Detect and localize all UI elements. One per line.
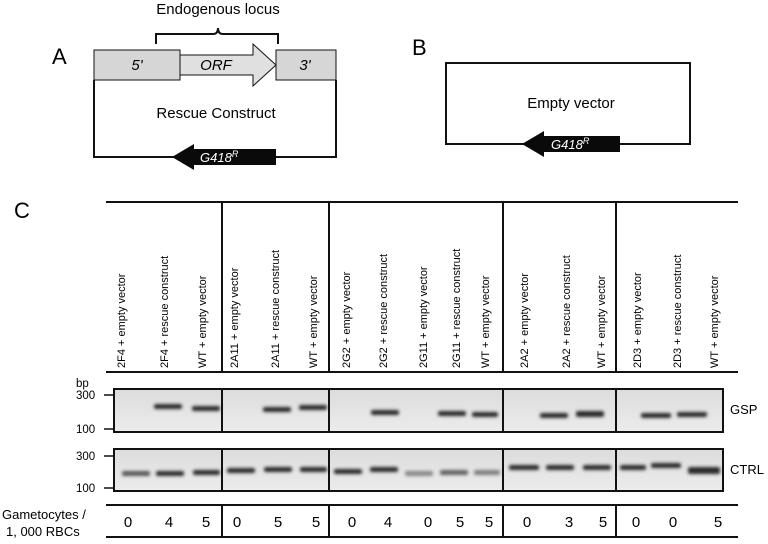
panel-a-letter: A [52, 44, 67, 69]
orf-arrow [179, 42, 277, 88]
count-value: 4 [165, 514, 173, 531]
lane-label: WT + empty vector [197, 275, 209, 368]
gsp-marker-300: 300 [76, 390, 95, 402]
lane-label: 2A2 + empty vector [519, 273, 531, 368]
lane-label: WT + empty vector [480, 275, 492, 368]
ctrl-band [405, 471, 433, 476]
lane-labels: 2F4 + empty vector 2F4 + rescue construc… [116, 249, 721, 368]
count-value: 0 [523, 514, 531, 531]
panel-c: C 2F4 + empty vector 2F4 + rescue constr… [2, 198, 764, 539]
gsp-marker-100: 100 [76, 424, 95, 436]
g418r-label-a: G418R [200, 149, 239, 165]
panel-a: A Endogenous locus 5' ORF 3' Rescue Cons… [52, 1, 337, 170]
ctrl-band [334, 469, 362, 474]
ctrl-marker-100: 100 [76, 483, 95, 495]
lane-label: 2G2 + empty vector [341, 271, 353, 368]
count-value: 5 [202, 514, 210, 531]
gsp-band [677, 412, 707, 417]
ctrl-band [227, 468, 255, 473]
ctrl-band [651, 463, 681, 468]
count-value: 5 [274, 514, 282, 531]
endogenous-locus-label: Endogenous locus [156, 1, 279, 18]
orf-label: ORF [200, 57, 233, 74]
gametocytes-label-line2: 1, 000 RBCs [6, 524, 80, 539]
ctrl-gel: CTRL [113, 448, 764, 492]
count-value: 5 [714, 514, 722, 531]
lane-label: 2G2 + rescue construct [378, 254, 390, 368]
gsp-band [192, 406, 220, 411]
gsp-label: GSP [730, 402, 757, 417]
gametocyte-counts: 0 4 5 0 5 5 0 4 0 5 5 0 3 5 0 0 5 [124, 514, 722, 531]
ctrl-band [122, 471, 150, 476]
g418r-arrow-b [522, 131, 620, 157]
count-value: 3 [565, 514, 573, 531]
g418r-arrow-a [172, 144, 276, 170]
gsp-band [472, 412, 498, 417]
lane-label: WT + empty vector [308, 275, 320, 368]
gsp-band [540, 413, 568, 418]
lane-label: 2A11 + empty vector [229, 267, 241, 368]
five-prime-label: 5' [131, 57, 143, 74]
count-value: 0 [233, 514, 241, 531]
ctrl-band [583, 465, 611, 470]
panel-b: B Empty vector G418R [412, 35, 691, 157]
ctrl-band [688, 467, 720, 474]
lane-label: 2F4 + rescue construct [159, 256, 171, 368]
ctrl-band [620, 465, 646, 470]
gsp-band [641, 413, 671, 418]
ctrl-band [546, 465, 574, 470]
lane-label: 2A2 + rescue construct [561, 255, 573, 368]
count-value: 5 [599, 514, 607, 531]
five-prime-box [93, 49, 181, 81]
gsp-band [299, 405, 327, 410]
lane-label: 2D3 + rescue construct [672, 255, 684, 368]
ctrl-band [156, 471, 184, 476]
three-prime-label: 3' [299, 57, 311, 74]
group-dividers [221, 202, 617, 537]
lane-label: 2F4 + empty vector [116, 273, 128, 368]
lane-label: WT + empty vector [596, 275, 608, 368]
gametocytes-label-line1: Gametocytes / [2, 507, 86, 522]
count-value: 5 [485, 514, 493, 531]
gsp-gel: GSP [113, 388, 757, 433]
panel-b-letter: B [412, 35, 427, 60]
locus-brace [155, 27, 279, 44]
ctrl-band [509, 465, 539, 470]
gsp-band [371, 410, 399, 415]
lane-label: 2A11 + rescue construct [270, 250, 282, 368]
three-prime-box [275, 49, 337, 81]
gsp-band [438, 411, 466, 416]
gsp-band [263, 407, 291, 412]
lane-label: 2G11 + empty vector [418, 266, 430, 368]
bp-label: bp [76, 378, 89, 390]
ctrl-label: CTRL [730, 462, 764, 477]
count-value: 5 [312, 514, 320, 531]
lane-label: 2G11 + rescue construct [451, 249, 463, 368]
ctrl-band [264, 467, 292, 472]
lane-label: WT + empty vector [709, 275, 721, 368]
empty-vector-label: Empty vector [527, 95, 615, 112]
ctrl-band [300, 467, 327, 472]
gsp-band [154, 404, 182, 409]
lane-label: 2D3 + empty vector [632, 272, 644, 368]
count-value: 0 [632, 514, 640, 531]
count-value: 0 [669, 514, 677, 531]
panel-c-letter: C [14, 198, 30, 223]
count-value: 0 [348, 514, 356, 531]
count-value: 4 [384, 514, 392, 531]
ctrl-marker-300: 300 [76, 451, 95, 463]
count-value: 5 [456, 514, 464, 531]
count-value: 0 [124, 514, 132, 531]
g418r-label-b: G418R [551, 136, 590, 152]
ctrl-band [440, 470, 468, 475]
rescue-construct-label: Rescue Construct [156, 105, 276, 122]
ctrl-band [193, 470, 220, 475]
count-value: 0 [424, 514, 432, 531]
ctrl-band [474, 470, 500, 475]
gsp-band [576, 411, 604, 417]
ctrl-band [370, 467, 398, 472]
